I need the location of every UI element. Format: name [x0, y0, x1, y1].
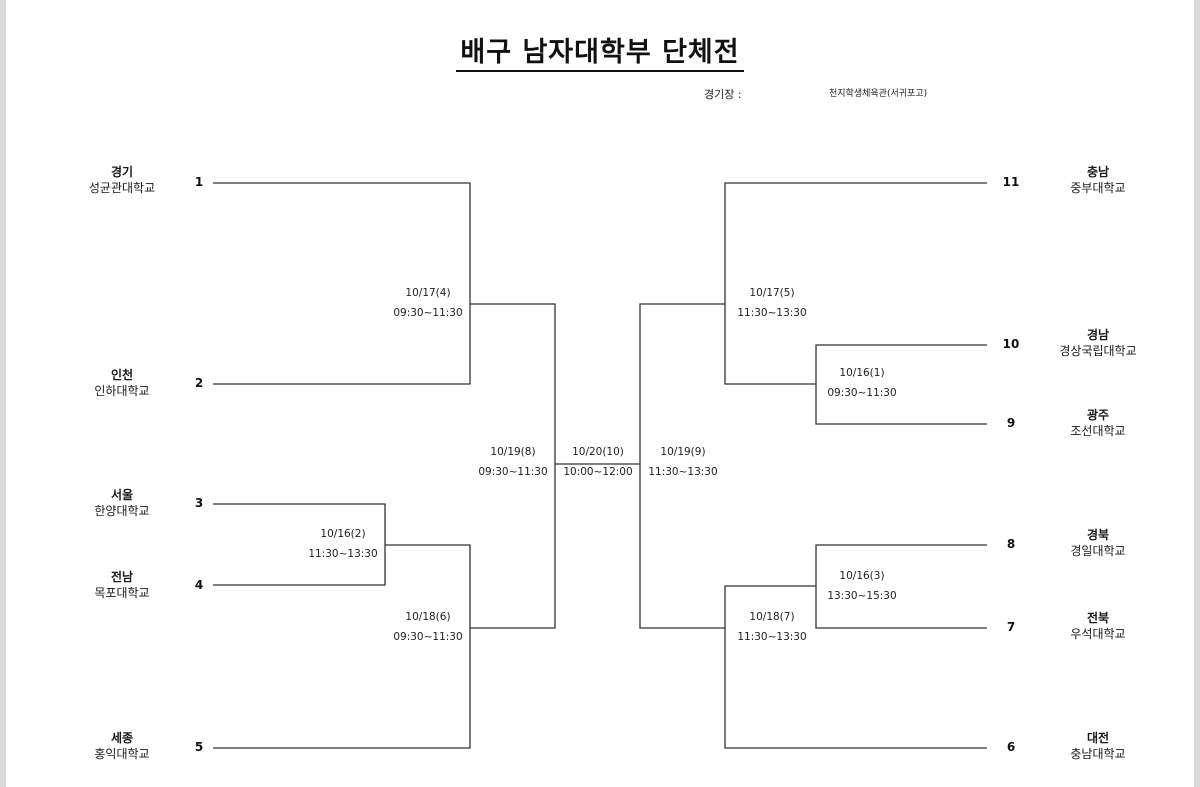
bracket-line-right-qf2 — [724, 585, 987, 749]
team-region: 세종 — [110, 731, 134, 745]
bracket-line-left-sf — [470, 303, 556, 629]
team-school: 목포대학교 — [94, 586, 150, 600]
bracket-line-left-qf2 — [213, 544, 471, 749]
seed-number: 10 — [1002, 337, 1020, 351]
match-label: 10/17(5) 11:30~13:30 — [717, 283, 827, 323]
seed-number: 3 — [194, 496, 204, 510]
team-region: 전남 — [110, 570, 134, 584]
team-region: 전북 — [1086, 611, 1110, 625]
match-date: 10/16(2) — [320, 528, 366, 540]
seed-number: 9 — [1006, 416, 1016, 430]
team-school: 우석대학교 — [1070, 627, 1126, 641]
team-entry: 서울 한양대학교 — [47, 487, 197, 520]
team-entry: 전남 목포대학교 — [47, 569, 197, 602]
match-label: 10/17(4) 09:30~11:30 — [373, 283, 483, 323]
seed-number: 1 — [194, 175, 204, 189]
team-entry: 경북 경일대학교 — [1023, 527, 1173, 560]
bracket-line-right-qf1 — [724, 182, 987, 385]
team-entry: 충남 중부대학교 — [1023, 164, 1173, 197]
match-label: 10/19(8) 09:30~11:30 — [458, 442, 568, 482]
team-region: 서울 — [110, 488, 134, 502]
team-entry: 경남 경상국립대학교 — [1023, 327, 1173, 360]
match-label: 10/18(7) 11:30~13:30 — [717, 607, 827, 647]
team-region: 광주 — [1086, 408, 1110, 422]
team-entry: 세종 홍익대학교 — [47, 730, 197, 763]
team-entry: 전북 우석대학교 — [1023, 610, 1173, 643]
team-region: 경남 — [1086, 328, 1110, 342]
team-entry: 인천 인하대학교 — [47, 367, 197, 400]
team-school: 홍익대학교 — [94, 747, 150, 761]
venue-label: 경기장 : — [704, 88, 742, 101]
team-school: 경일대학교 — [1070, 544, 1126, 558]
match-time: 11:30~13:30 — [737, 307, 807, 319]
team-school: 중부대학교 — [1070, 181, 1126, 195]
seed-number: 11 — [1002, 175, 1020, 189]
match-time: 10:00~12:00 — [563, 466, 633, 478]
match-time: 11:30~13:30 — [648, 466, 718, 478]
seed-number: 4 — [194, 578, 204, 592]
team-entry: 광주 조선대학교 — [1023, 407, 1173, 440]
match-time: 09:30~11:30 — [393, 307, 463, 319]
match-time: 09:30~11:30 — [478, 466, 548, 478]
match-date: 10/16(3) — [839, 570, 885, 582]
team-school: 인하대학교 — [94, 384, 150, 398]
venue-name: 천지학생체육관(서귀포고) — [829, 89, 928, 99]
bracket-line-right-r1a — [815, 344, 987, 425]
team-school: 한양대학교 — [94, 504, 150, 518]
match-date: 10/19(9) — [660, 446, 706, 458]
match-date: 10/19(8) — [490, 446, 536, 458]
seed-number: 8 — [1006, 537, 1016, 551]
team-region: 인천 — [110, 368, 134, 382]
team-region: 대전 — [1086, 731, 1110, 745]
match-date: 10/17(4) — [405, 287, 451, 299]
team-region: 충남 — [1086, 165, 1110, 179]
match-label: 10/18(6) 09:30~11:30 — [373, 607, 483, 647]
match-date: 10/16(1) — [839, 367, 885, 379]
team-entry: 대전 충남대학교 — [1023, 730, 1173, 763]
seed-number: 5 — [194, 740, 204, 754]
match-time: 11:30~13:30 — [308, 548, 378, 560]
match-time: 11:30~13:30 — [737, 631, 807, 643]
seed-number: 2 — [194, 376, 204, 390]
team-school: 충남대학교 — [1070, 747, 1126, 761]
bracket-sheet — [6, 0, 1194, 787]
team-entry: 경기 성균관대학교 — [47, 164, 197, 197]
match-label: 10/20(10) 10:00~12:00 — [543, 442, 653, 482]
team-school: 조선대학교 — [1070, 424, 1126, 438]
page-title: 배구 남자대학부 단체전 — [0, 30, 1200, 72]
team-school: 경상국립대학교 — [1059, 344, 1137, 358]
match-label: 10/16(2) 11:30~13:30 — [288, 524, 398, 564]
bracket-line-left-qf1 — [213, 182, 471, 385]
page-title-text: 배구 남자대학부 단체전 — [456, 37, 744, 72]
match-time: 09:30~11:30 — [827, 387, 897, 399]
match-time: 13:30~15:30 — [827, 590, 897, 602]
match-label: 10/16(1) 09:30~11:30 — [807, 363, 917, 403]
match-date: 10/18(6) — [405, 611, 451, 623]
match-time: 09:30~11:30 — [393, 631, 463, 643]
team-region: 경기 — [110, 165, 134, 179]
bracket-line-right-sf — [639, 303, 725, 629]
team-school: 성균관대학교 — [88, 181, 156, 195]
match-label: 10/19(9) 11:30~13:30 — [628, 442, 738, 482]
seed-number: 7 — [1006, 620, 1016, 634]
team-region: 경북 — [1086, 528, 1110, 542]
match-date: 10/20(10) — [572, 446, 624, 458]
match-label: 10/16(3) 13:30~15:30 — [807, 566, 917, 606]
seed-number: 6 — [1006, 740, 1016, 754]
match-date: 10/17(5) — [749, 287, 795, 299]
match-date: 10/18(7) — [749, 611, 795, 623]
